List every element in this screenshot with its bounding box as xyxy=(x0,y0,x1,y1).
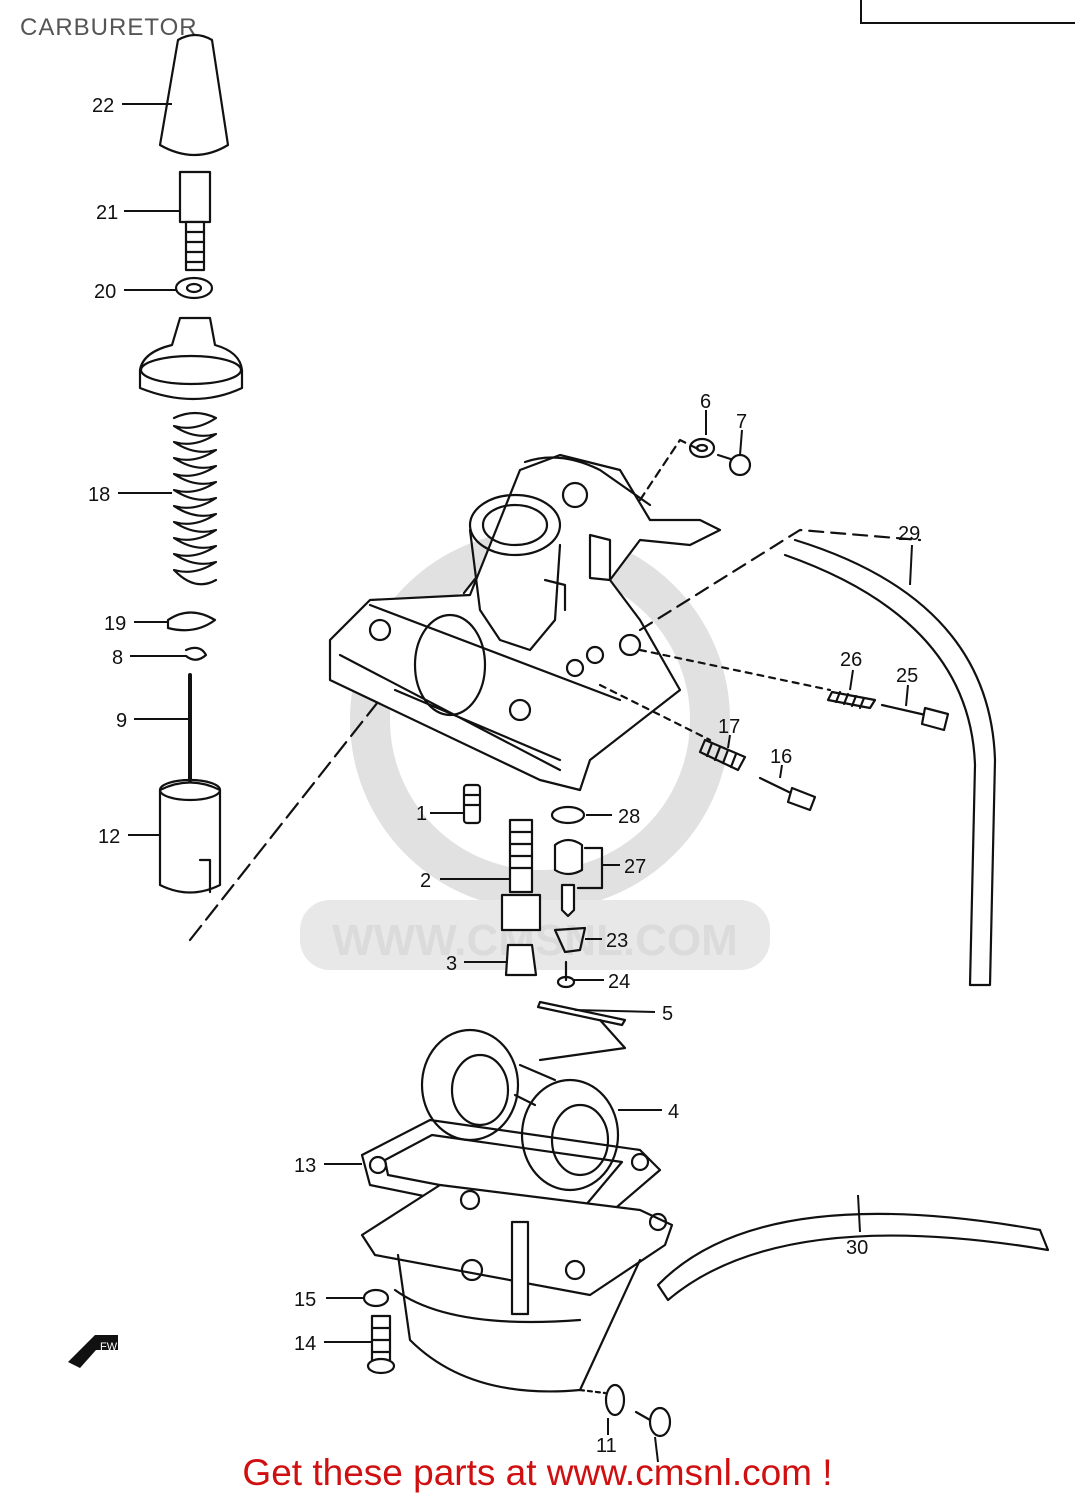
part-6-washer[interactable] xyxy=(688,437,716,459)
part-26-spring[interactable] xyxy=(826,690,877,710)
label-17: 17 xyxy=(718,716,740,738)
label-7: 7 xyxy=(736,411,747,433)
part-25-screw[interactable] xyxy=(880,703,950,732)
part-14-screw[interactable] xyxy=(366,1314,396,1375)
label-15: 15 xyxy=(294,1289,316,1311)
part-19-clip[interactable] xyxy=(166,611,217,632)
part-3-main-jet[interactable] xyxy=(504,943,538,977)
label-28: 28 xyxy=(618,806,640,828)
part-12-throttle-valve[interactable] xyxy=(158,778,222,894)
part-21-adjuster[interactable] xyxy=(178,170,212,272)
label-27: 27 xyxy=(624,856,646,878)
part-24-screw[interactable] xyxy=(556,960,576,989)
carburetor-body[interactable] xyxy=(328,453,722,792)
label-11: 11 xyxy=(596,1435,617,1457)
label-14: 14 xyxy=(294,1333,316,1355)
label-21: 21 xyxy=(96,202,118,224)
part-8-ring[interactable] xyxy=(184,646,208,661)
label-29: 29 xyxy=(898,523,920,545)
label-18: 18 xyxy=(88,484,110,506)
label-19: 19 xyxy=(104,613,126,635)
part-7-screw[interactable] xyxy=(716,453,752,477)
part-5-float-pin[interactable] xyxy=(536,1000,627,1062)
label-22: 22 xyxy=(92,95,114,117)
part-17-spring[interactable] xyxy=(698,738,747,772)
float-bowl[interactable] xyxy=(360,1183,674,1393)
label-3: 3 xyxy=(446,953,457,975)
part-30-drain-tube[interactable] xyxy=(656,1212,1050,1302)
forward-arrow-label: FWD xyxy=(100,1341,125,1353)
corner-frame xyxy=(860,0,1075,24)
label-13: 13 xyxy=(294,1155,316,1177)
label-6: 6 xyxy=(700,391,711,413)
part-20-nut[interactable] xyxy=(174,276,214,300)
part-11-washer[interactable] xyxy=(604,1383,626,1417)
label-8: 8 xyxy=(112,647,123,669)
footer-link[interactable]: Get these parts at www.cmsnl.com ! xyxy=(242,1452,833,1493)
label-12: 12 xyxy=(98,826,120,848)
label-4: 4 xyxy=(668,1101,679,1123)
label-5: 5 xyxy=(662,1003,673,1025)
forward-arrow-icon: FWD xyxy=(68,1335,125,1368)
label-24: 24 xyxy=(608,971,630,993)
part-2-needle-jet[interactable] xyxy=(500,818,542,932)
part-27-needle-valve[interactable] xyxy=(553,838,604,918)
label-1: 1 xyxy=(416,803,427,825)
label-25: 25 xyxy=(896,665,918,687)
part-top-cap[interactable] xyxy=(138,316,244,401)
part-1-pilot-jet[interactable] xyxy=(462,783,482,825)
part-16-screw[interactable] xyxy=(758,776,817,812)
label-16: 16 xyxy=(770,746,792,768)
part-23-clip[interactable] xyxy=(553,926,587,954)
part-4-float[interactable] xyxy=(420,1028,620,1192)
label-26: 26 xyxy=(840,649,862,671)
part-29-overflow-tube[interactable] xyxy=(783,538,997,987)
part-18-spring[interactable] xyxy=(172,411,218,586)
part-10-drain-screw[interactable] xyxy=(634,1406,672,1438)
label-2: 2 xyxy=(420,870,431,892)
label-30: 30 xyxy=(846,1237,868,1259)
part-22-cap[interactable] xyxy=(158,33,230,156)
part-13-gasket[interactable] xyxy=(360,1118,662,1232)
diagram-title: CARBURETOR xyxy=(20,14,198,41)
label-9: 9 xyxy=(116,710,127,732)
label-23: 23 xyxy=(606,930,628,952)
part-28-o-ring[interactable] xyxy=(550,805,586,825)
label-20: 20 xyxy=(94,281,116,303)
part-15-washer[interactable] xyxy=(362,1288,390,1308)
